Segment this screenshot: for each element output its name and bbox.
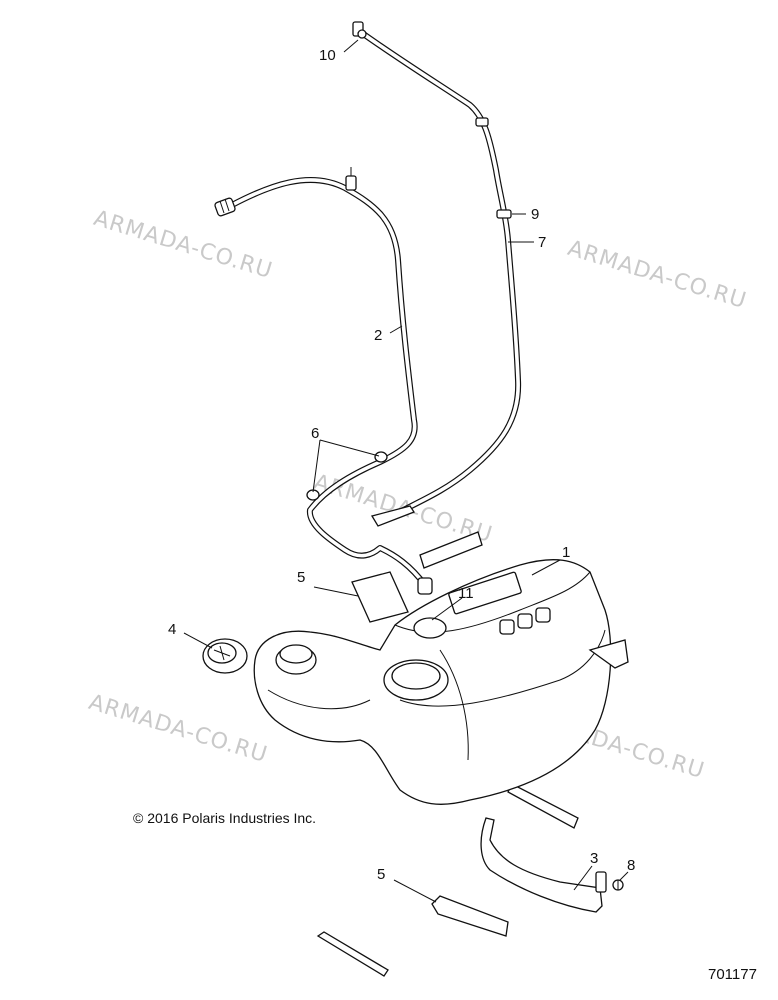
hose-clips-6 bbox=[306, 451, 388, 501]
callout-10: 10 bbox=[319, 47, 336, 64]
pad-strip bbox=[316, 931, 389, 977]
callout-4: 4 bbox=[168, 621, 177, 638]
figure-number: 701177 bbox=[708, 966, 757, 983]
line-fitting-11 bbox=[417, 577, 433, 595]
vent-hose-end bbox=[370, 505, 415, 527]
leader-lines bbox=[183, 39, 629, 903]
fastener-8 bbox=[612, 879, 624, 891]
callout-11: 11 bbox=[458, 585, 474, 602]
callout-5-upper: 5 bbox=[297, 569, 306, 586]
vent-filter bbox=[214, 197, 236, 217]
fuel-cap-4 bbox=[202, 638, 248, 674]
callout-2: 2 bbox=[374, 327, 383, 344]
callout-6: 6 bbox=[311, 425, 320, 442]
vent-fitting-10 bbox=[352, 21, 367, 39]
callout-8: 8 bbox=[627, 857, 636, 874]
pad-5-lower bbox=[431, 895, 509, 937]
callout-3: 3 bbox=[590, 850, 599, 867]
fuel-tank-1 bbox=[253, 559, 629, 805]
callout-5-lower: 5 bbox=[377, 866, 386, 883]
hose-clamp-9 bbox=[475, 117, 512, 219]
pad-5-upper bbox=[351, 571, 409, 623]
tee-fitting bbox=[345, 167, 357, 191]
vent-line-2 bbox=[229, 176, 428, 588]
callout-9: 9 bbox=[531, 206, 540, 223]
vent-hose-upper bbox=[359, 30, 522, 523]
pad-lower bbox=[507, 783, 579, 829]
callout-1: 1 bbox=[562, 544, 571, 561]
callout-7: 7 bbox=[538, 234, 547, 251]
pad-upper-right bbox=[419, 531, 483, 569]
copyright-text: © 2016 Polaris Industries Inc. bbox=[133, 810, 317, 826]
tank-strap-3 bbox=[480, 817, 607, 913]
